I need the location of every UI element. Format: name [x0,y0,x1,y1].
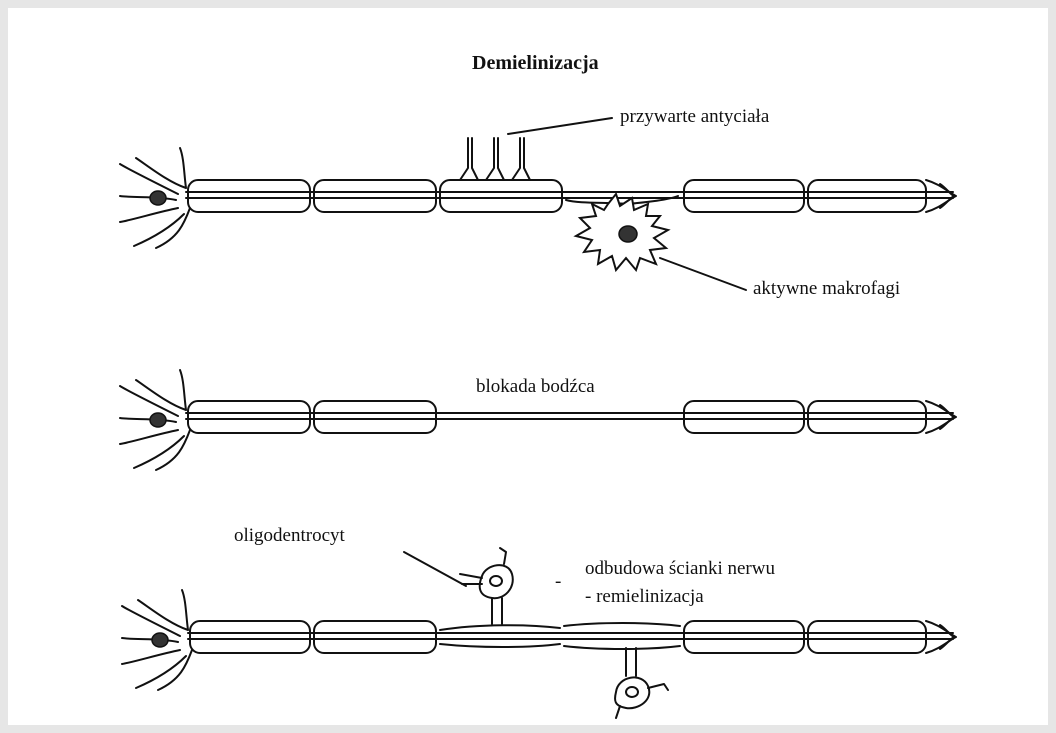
myelin-sheaths-1 [188,180,926,212]
neuron-1 [120,118,956,290]
demyelination-diagram [8,8,1048,725]
neuron-cell-body-2 [120,370,190,470]
oligodendrocyte-pointer [404,552,466,586]
label-remyelination: - remielinizacja [585,587,704,606]
diagram-title: Demielinizacja [472,53,599,73]
neuron-nucleus-2 [150,413,166,427]
oligodendrocyte-top [460,548,513,624]
axon-2 [186,401,956,433]
axon-1 [186,180,956,212]
dash-mark: - [555,572,561,591]
macrophage-nucleus [619,226,637,242]
label-nerve-repair: odbudowa ścianki nerwu [585,559,775,578]
label-conduction-block: blokada bodźca [476,377,595,396]
label-oligodendrocyte: oligodentrocyt [234,526,345,545]
label-active-macrophages: aktywne makrofagi [753,279,900,298]
neuron-3 [122,548,956,718]
bound-antibodies [460,138,530,180]
oligodendrocyte-bottom [615,648,668,718]
neuron-cell-body-3 [122,590,192,690]
label-bound-antibodies: przywarte antyciała [620,107,769,126]
neuron-nucleus-1 [150,191,166,205]
neuron-cell-body-1 [120,148,190,248]
myelin-sheaths-2 [188,401,926,433]
macrophages-pointer [660,258,746,290]
macrophage [576,194,668,270]
myelin-sheaths-3 [190,621,926,653]
neuron-nucleus-3 [152,633,168,647]
antibodies-pointer [508,118,612,134]
diagram-frame: Demielinizacja przywarte antyciała aktyw… [8,8,1048,725]
